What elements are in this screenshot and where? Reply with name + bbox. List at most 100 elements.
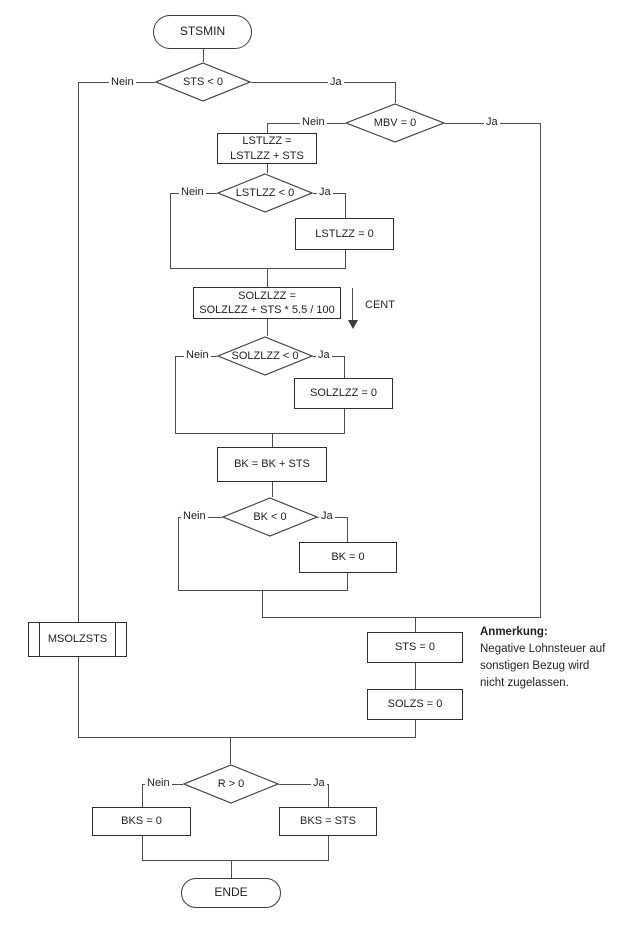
decision-sts: STS < 0 — [155, 62, 251, 102]
process-solzs-zero-label: SOLZS = 0 — [387, 698, 443, 711]
edge-merge3-h — [178, 590, 348, 591]
decision-r-label: R > 0 — [217, 778, 245, 790]
edge-right-vertical — [540, 123, 541, 618]
edge-bkszero-out — [142, 836, 143, 860]
edge-merge4-v — [230, 737, 231, 764]
edge-merge5-v — [231, 860, 232, 878]
end-terminator: ENDE — [181, 878, 281, 908]
note-line-3: nicht zugelassen. — [480, 677, 569, 689]
edge-merge5-h — [142, 860, 329, 861]
edge-msolzsts-out — [78, 657, 79, 737]
note-heading: Anmerkung: — [480, 626, 548, 638]
label-bk-yes: Ja — [319, 510, 335, 522]
cent-arrowhead-icon — [347, 320, 358, 329]
edge-solzadd-out — [267, 319, 268, 336]
edge-bk-no-v — [178, 517, 179, 590]
process-lstlzz-zero: LSTLZZ = 0 — [295, 218, 394, 250]
decision-solzlzz: SOLZLZZ < 0 — [217, 336, 313, 376]
process-lstlzz-zero-label: LSTLZZ = 0 — [315, 227, 374, 240]
label-r-no: Nein — [145, 777, 172, 789]
edge-r-no-v — [142, 784, 143, 807]
diamond-shape — [217, 336, 313, 376]
label-sts-no: Nein — [109, 76, 136, 88]
decision-lstlzz-label: LSTLZZ < 0 — [235, 187, 295, 199]
edge-merge4-h — [78, 737, 416, 738]
predefined-bar-right — [114, 623, 116, 656]
process-bk-zero-label: BK = 0 — [331, 551, 365, 564]
label-bk-no: Nein — [181, 510, 208, 522]
label-lstlzz-yes: Ja — [317, 186, 333, 198]
process-lstlzz-add-line2: LSTLZZ + STS — [230, 149, 304, 162]
process-bk-zero: BK = 0 — [299, 542, 397, 573]
process-bks-sts-label: BKS = STS — [300, 815, 356, 828]
diamond-shape — [222, 497, 318, 537]
decision-bk-label: BK < 0 — [253, 511, 287, 523]
process-solzs-zero: SOLZS = 0 — [367, 689, 463, 720]
start-label: STSMIN — [179, 24, 226, 39]
edge-lstlzz-yes-v — [345, 193, 346, 218]
decision-bk: BK < 0 — [222, 497, 318, 537]
cent-arrow-line — [352, 288, 353, 321]
process-sts-zero: STS = 0 — [367, 632, 463, 663]
process-sts-zero-label: STS = 0 — [394, 641, 436, 654]
predefined-bar-left — [39, 623, 41, 656]
label-lstlzz-no: Nein — [179, 186, 206, 198]
note-line-2: sonstigen Bezug wird — [480, 660, 590, 672]
subroutine-msolzsts: MSOLZSTS — [28, 622, 127, 657]
edge-solzszero-out — [415, 720, 416, 737]
decision-sts-label: STS < 0 — [182, 76, 224, 88]
end-label: ENDE — [214, 885, 248, 900]
process-solzlzz-add-line1: SOLZLZZ = — [238, 289, 296, 302]
note-annotation: Anmerkung: Negative Lohnsteuer auf sonst… — [480, 624, 630, 692]
edge-bkssts-out — [328, 836, 329, 860]
process-solzlzz-add-line2: SOLZLZZ + STS * 5.5 / 100 — [199, 304, 335, 316]
process-bks-zero-label: BKS = 0 — [121, 815, 162, 828]
label-solzlzz-yes: Ja — [316, 349, 332, 361]
process-lstlzz-add: LSTLZZ = LSTLZZ + STS — [217, 133, 317, 164]
process-bks-sts: BKS = STS — [279, 807, 377, 836]
decision-mbv-label: MBV = 0 — [373, 117, 417, 129]
decision-mbv: MBV = 0 — [345, 103, 445, 143]
edge-stszero-in — [415, 617, 416, 632]
edge-bkadd-out — [272, 482, 273, 497]
decision-solzlzz-label: SOLZLZZ < 0 — [231, 350, 299, 362]
process-lstlzz-add-line1: LSTLZZ = — [242, 135, 292, 148]
edge-bk-yes-v — [347, 517, 348, 542]
decision-lstlzz: LSTLZZ < 0 — [217, 173, 313, 213]
decision-r: R > 0 — [183, 764, 279, 804]
note-line-1: Negative Lohnsteuer auf — [480, 643, 606, 655]
edge-left-vertical — [78, 82, 79, 622]
label-mbv-yes: Ja — [484, 116, 500, 128]
process-bk-add: BK = BK + STS — [217, 447, 327, 482]
process-bks-zero: BKS = 0 — [92, 807, 191, 836]
edge-sts-yes-v — [395, 82, 396, 103]
edge-merge3-v — [262, 590, 263, 617]
label-r-yes: Ja — [311, 777, 327, 789]
process-solzlzz-zero: SOLZLZZ = 0 — [294, 378, 393, 409]
edge-lstzero-out — [345, 250, 346, 268]
cent-label: CENT — [363, 299, 397, 311]
edge-merge1-v — [267, 268, 268, 287]
edge-solzlzz-yes-v — [344, 356, 345, 378]
edge-merge2-h — [175, 433, 345, 434]
edge-lstadd-to-dec — [267, 164, 268, 173]
edge-merge2-v — [272, 433, 273, 447]
edge-stszero-out — [415, 663, 416, 689]
process-solzlzz-add: SOLZLZZ = SOLZLZZ + STS * 5.5 / 100 — [193, 287, 341, 319]
start-terminator: STSMIN — [153, 15, 252, 49]
diamond-shape — [183, 764, 279, 804]
edge-merge1-h — [170, 268, 346, 269]
process-solzlzz-zero-label: SOLZLZZ = 0 — [310, 387, 377, 400]
edge-solzlzz-no-v — [175, 356, 176, 433]
label-solzlzz-no: Nein — [184, 349, 211, 361]
edge-lstlzz-no-v — [170, 193, 171, 268]
label-sts-yes: Ja — [328, 76, 344, 88]
edge-solzzero-out — [344, 409, 345, 433]
diamond-shape — [217, 173, 313, 213]
edge-r-yes-v — [328, 784, 329, 807]
subroutine-msolzsts-label: MSOLZSTS — [47, 633, 108, 646]
label-mbv-no: Nein — [300, 116, 327, 128]
edge-r-yes-h — [279, 784, 328, 785]
edge-join-h — [262, 617, 541, 618]
